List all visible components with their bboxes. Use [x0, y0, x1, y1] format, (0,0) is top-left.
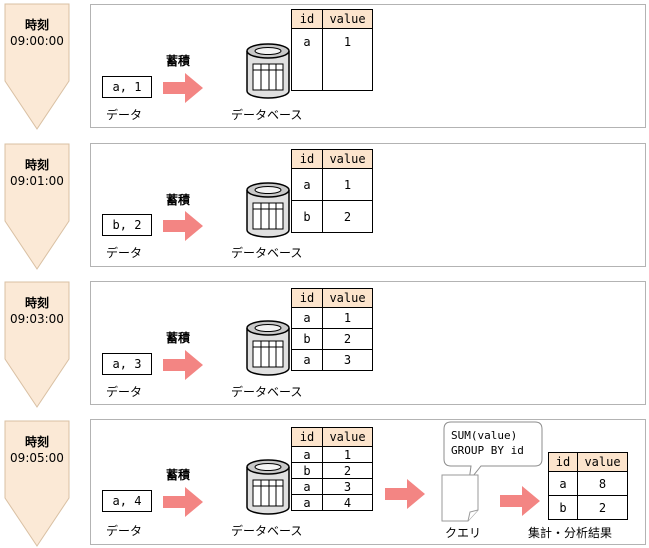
time-marker: 時刻 09:00:00	[4, 3, 70, 131]
accumulate-label: 蓄積	[166, 54, 191, 68]
table-cell: a	[291, 494, 323, 511]
database-icon	[246, 320, 290, 376]
time-label: 時刻	[24, 158, 49, 172]
table-header-id: id	[291, 9, 323, 29]
database-caption: データベース	[231, 108, 303, 122]
time-chevron-shape	[4, 281, 70, 408]
query-groupby-text: GROUP BY id	[451, 444, 524, 457]
table-header-id: id	[291, 149, 323, 169]
table-header-value: value	[322, 427, 373, 447]
accumulate-label: 蓄積	[166, 193, 191, 207]
table-cell: a	[291, 168, 323, 201]
table-cell: a	[291, 446, 323, 463]
table-header-value: value	[322, 9, 373, 29]
result-arrow-icon	[500, 486, 540, 516]
table-cell: 1	[322, 307, 373, 329]
time-label: 時刻	[24, 18, 49, 32]
database-caption: データベース	[231, 246, 303, 260]
table-header-id: id	[291, 288, 323, 308]
table-cell: b	[291, 200, 323, 233]
data-caption: データ	[106, 108, 143, 122]
data-item-box: a, 3	[102, 353, 152, 375]
data-caption: データ	[106, 246, 143, 260]
table-cell: a	[291, 349, 323, 371]
database-icon	[246, 182, 290, 238]
data-caption: データ	[106, 524, 143, 538]
time-value: 09:03:00	[10, 312, 64, 326]
database-caption: データベース	[231, 524, 303, 538]
accumulate-label: 蓄積	[166, 331, 191, 345]
accumulate-arrow-icon	[163, 211, 203, 241]
table-cell: 4	[322, 494, 373, 511]
query-document-icon	[441, 474, 479, 522]
table-cell: 2	[322, 462, 373, 479]
data-item-box: b, 2	[102, 214, 152, 236]
table-cell: a	[291, 307, 323, 329]
table-cell: 3	[322, 478, 373, 495]
table-header-id: id	[548, 452, 578, 472]
data-caption: データ	[106, 385, 143, 399]
query-caption: クエリ	[445, 526, 482, 540]
table-header-value: value	[577, 452, 628, 472]
time-chevron-shape	[4, 3, 70, 130]
table-cell: 3	[322, 349, 373, 371]
table-cell: b	[291, 462, 323, 479]
time-value: 09:05:00	[10, 451, 64, 465]
time-chevron-shape	[4, 420, 70, 547]
accumulate-arrow-icon	[163, 487, 203, 517]
table-header-value: value	[322, 149, 373, 169]
time-marker: 時刻 09:03:00	[4, 281, 70, 409]
table-header-id: id	[291, 427, 323, 447]
query-speech-bubble	[443, 421, 543, 483]
table-cell: 1	[322, 446, 373, 463]
result-caption: 集計・分析結果	[528, 526, 613, 540]
table-cell: a	[548, 471, 578, 496]
table-cell: 1	[322, 28, 373, 91]
table-cell: 2	[577, 495, 628, 520]
table-cell: b	[548, 495, 578, 520]
time-label: 時刻	[24, 435, 49, 449]
table-cell: 2	[322, 328, 373, 350]
query-arrow-icon	[385, 479, 425, 509]
time-chevron-shape	[4, 143, 70, 270]
time-label: 時刻	[24, 296, 49, 310]
time-marker: 時刻 09:05:00	[4, 420, 70, 548]
query-sum-text: SUM(value)	[451, 429, 518, 442]
accumulate-label: 蓄積	[166, 468, 191, 482]
table-cell: a	[291, 28, 323, 91]
database-caption: データベース	[231, 385, 303, 399]
time-marker: 時刻 09:01:00	[4, 143, 70, 271]
database-icon	[246, 459, 290, 515]
time-value: 09:00:00	[10, 34, 64, 48]
table-cell: b	[291, 328, 323, 350]
data-item-box: a, 4	[102, 490, 152, 512]
table-cell: a	[291, 478, 323, 495]
table-cell: 1	[322, 168, 373, 201]
accumulate-arrow-icon	[163, 350, 203, 380]
accumulate-arrow-icon	[163, 73, 203, 103]
table-cell: 2	[322, 200, 373, 233]
time-value: 09:01:00	[10, 174, 64, 188]
table-cell: 8	[577, 471, 628, 496]
data-item-box: a, 1	[102, 76, 152, 98]
database-icon	[246, 43, 290, 99]
table-header-value: value	[322, 288, 373, 308]
